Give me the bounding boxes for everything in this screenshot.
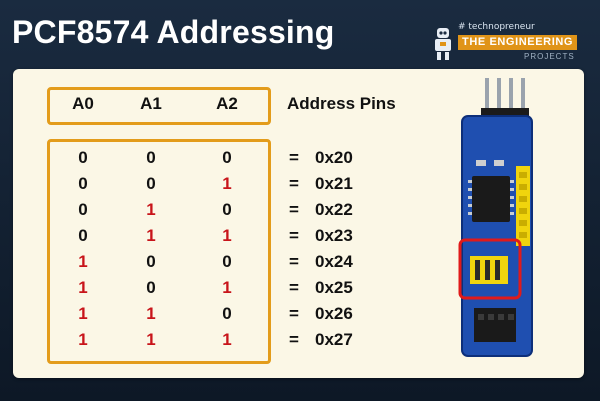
hex-address: 0x23 bbox=[315, 226, 353, 245]
ic-chip bbox=[472, 176, 510, 222]
hex-address: 0x27 bbox=[315, 330, 353, 349]
jumper-highlight bbox=[458, 238, 522, 300]
bit-a0: 0 bbox=[78, 226, 88, 245]
table-row: 1 0 0 = 0x24 bbox=[13, 249, 413, 275]
hex-address: 0x20 bbox=[315, 148, 353, 167]
robot-icon bbox=[435, 28, 451, 60]
bit-a1: 0 bbox=[146, 148, 156, 167]
bit-a2: 1 bbox=[222, 174, 232, 193]
hex-address: 0x24 bbox=[315, 252, 353, 271]
logo-sub: PROJECTS bbox=[524, 52, 575, 61]
bit-a1: 1 bbox=[146, 330, 156, 349]
bit-a2: 0 bbox=[222, 148, 232, 167]
equals-sign: = bbox=[289, 174, 299, 193]
logo-brand: THE ENGINEERING bbox=[458, 35, 578, 50]
bit-a1: 0 bbox=[146, 174, 156, 193]
address-pins-label: Address Pins bbox=[287, 94, 396, 113]
table-row: 0 1 0 = 0x22 bbox=[13, 197, 413, 223]
table-row: 1 0 1 = 0x25 bbox=[13, 275, 413, 301]
bit-a1: 0 bbox=[146, 252, 156, 271]
bit-a0: 1 bbox=[78, 330, 88, 349]
bit-a2: 1 bbox=[222, 226, 232, 245]
table-row: 1 1 0 = 0x26 bbox=[13, 301, 413, 327]
bottom-connector bbox=[474, 308, 516, 342]
equals-sign: = bbox=[289, 200, 299, 219]
bit-a0: 0 bbox=[78, 200, 88, 219]
bit-a1: 0 bbox=[146, 278, 156, 297]
bit-a2: 0 bbox=[222, 304, 232, 323]
equals-sign: = bbox=[289, 330, 299, 349]
bit-a0: 1 bbox=[78, 278, 88, 297]
bit-a2: 1 bbox=[222, 330, 232, 349]
equals-sign: = bbox=[289, 226, 299, 245]
table-box bbox=[47, 139, 271, 364]
header-a0: A0 bbox=[72, 94, 94, 113]
pcf8574-module-image bbox=[458, 78, 533, 357]
logo-tagline: # technopreneur bbox=[458, 22, 535, 32]
equals-sign: = bbox=[289, 278, 299, 297]
bit-a0: 0 bbox=[78, 174, 88, 193]
table-row: 0 0 1 = 0x21 bbox=[13, 171, 413, 197]
hex-address: 0x26 bbox=[315, 304, 353, 323]
hex-address: 0x25 bbox=[315, 278, 353, 297]
bit-a1: 1 bbox=[146, 304, 156, 323]
bit-a1: 1 bbox=[146, 226, 156, 245]
bit-a2: 0 bbox=[222, 252, 232, 271]
brand-logo: # technopreneur THE ENGINEERING PROJECTS bbox=[432, 22, 592, 66]
page-title: PCF8574 Addressing bbox=[12, 14, 335, 50]
bit-a2: 0 bbox=[222, 200, 232, 219]
hex-address: 0x21 bbox=[315, 174, 353, 193]
header-pins bbox=[481, 78, 529, 118]
bit-a2: 1 bbox=[222, 278, 232, 297]
table-row: 1 1 1 = 0x27 bbox=[13, 327, 413, 353]
bit-a0: 1 bbox=[78, 252, 88, 271]
header-a2: A2 bbox=[216, 94, 238, 113]
header-a1: A1 bbox=[140, 94, 162, 113]
bit-a1: 1 bbox=[146, 200, 156, 219]
equals-sign: = bbox=[289, 148, 299, 167]
table-row: 0 1 1 = 0x23 bbox=[13, 223, 413, 249]
table-row: 0 0 0 = 0x20 bbox=[13, 145, 413, 171]
bit-a0: 1 bbox=[78, 304, 88, 323]
header-box bbox=[47, 87, 271, 125]
equals-sign: = bbox=[289, 252, 299, 271]
equals-sign: = bbox=[289, 304, 299, 323]
bit-a0: 0 bbox=[78, 148, 88, 167]
hex-address: 0x22 bbox=[315, 200, 353, 219]
